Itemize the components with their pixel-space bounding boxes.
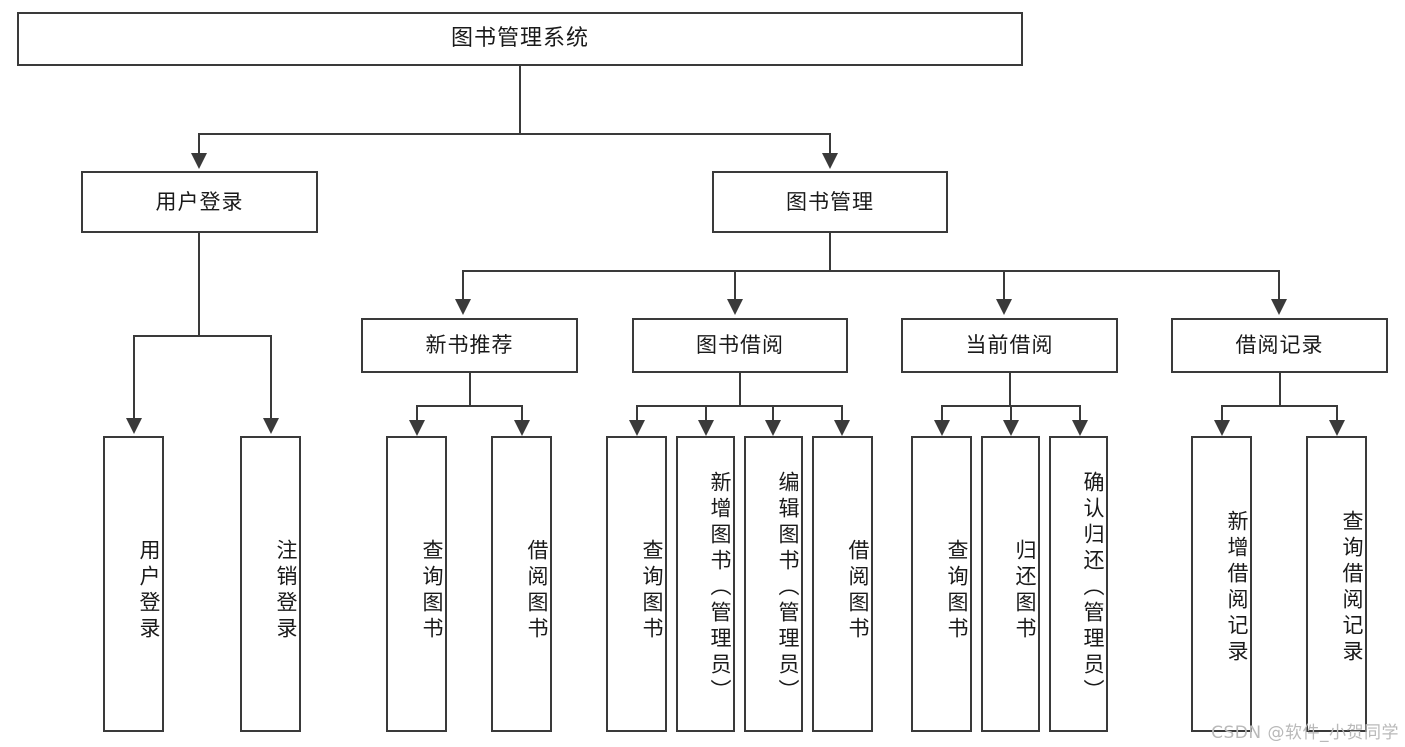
arrowhead-new-book-rec (455, 299, 471, 315)
leaf-query-book-3[interactable]: 查询图书 (911, 436, 972, 732)
arrowhead-leaf-return-book (1003, 420, 1019, 436)
leaf-edit-book[interactable]: 编辑图书（管理员） (744, 436, 803, 732)
connector-borrow-record-bus (1221, 405, 1338, 407)
connector-new-book-rec-bus (416, 405, 523, 407)
connector-current-borrow-stem (1009, 373, 1011, 405)
node-book-management[interactable]: 图书管理 (712, 171, 948, 233)
arrowhead-leaf-add-record (1214, 420, 1230, 436)
connector-book-borrow-stem (739, 373, 741, 405)
connector-drop-leaf-add-record (1221, 405, 1223, 422)
connector-drop-leaf-confirm-return (1079, 405, 1081, 422)
leaf-query-borrow-record[interactable]: 查询借阅记录 (1306, 436, 1367, 732)
connector-drop-leaf-borrow-book-2 (841, 405, 843, 422)
node-book-borrow[interactable]: 图书借阅 (632, 318, 848, 373)
connector-user-login-stem (198, 233, 200, 335)
leaf-add-book[interactable]: 新增图书（管理员） (676, 436, 735, 732)
arrowhead-book-mgmt (822, 153, 838, 169)
connector-drop-current-borrow (1003, 270, 1005, 301)
connector-level2-bus (198, 133, 831, 135)
node-current-borrow[interactable]: 当前借阅 (901, 318, 1118, 373)
connector-borrow-record-stem (1279, 373, 1281, 405)
leaf-return-book[interactable]: 归还图书 (981, 436, 1040, 732)
connector-drop-leaf-edit-book (772, 405, 774, 422)
arrowhead-user-login (191, 153, 207, 169)
leaf-query-book-1[interactable]: 查询图书 (386, 436, 447, 732)
connector-drop-leaf-user-login (133, 335, 135, 420)
arrowhead-borrow-record (1271, 299, 1287, 315)
connector-drop-user-login (198, 133, 200, 155)
connector-root-stem (519, 66, 521, 133)
connector-drop-leaf-borrow-book-1 (521, 405, 523, 422)
arrowhead-leaf-logout (263, 418, 279, 434)
leaf-query-book-2[interactable]: 查询图书 (606, 436, 667, 732)
leaf-add-borrow-record[interactable]: 新增借阅记录 (1191, 436, 1252, 732)
arrowhead-leaf-borrow-book-1 (514, 420, 530, 436)
leaf-borrow-book-1[interactable]: 借阅图书 (491, 436, 552, 732)
arrowhead-leaf-query-book-1 (409, 420, 425, 436)
connector-drop-leaf-query-book-2 (636, 405, 638, 422)
connector-book-mgmt-stem (829, 233, 831, 270)
arrowhead-leaf-borrow-book-2 (834, 420, 850, 436)
leaf-borrow-book-2[interactable]: 借阅图书 (812, 436, 873, 732)
leaf-confirm-return[interactable]: 确认归还（管理员） (1049, 436, 1108, 732)
connector-drop-book-mgmt (829, 133, 831, 155)
arrowhead-leaf-query-record (1329, 420, 1345, 436)
arrowhead-current-borrow (996, 299, 1012, 315)
node-user-login[interactable]: 用户登录 (81, 171, 318, 233)
connector-drop-new-book-rec (462, 270, 464, 301)
arrowhead-leaf-confirm-return (1072, 420, 1088, 436)
connector-level3-bus (462, 270, 1280, 272)
leaf-user-login[interactable]: 用户登录 (103, 436, 164, 732)
connector-drop-leaf-return-book (1010, 405, 1012, 422)
connector-drop-leaf-add-book (705, 405, 707, 422)
connector-drop-leaf-query-book-1 (416, 405, 418, 422)
connector-book-borrow-bus (636, 405, 843, 407)
connector-new-book-rec-stem (469, 373, 471, 405)
arrowhead-leaf-add-book (698, 420, 714, 436)
node-new-book-recommendation[interactable]: 新书推荐 (361, 318, 578, 373)
arrowhead-book-borrow (727, 299, 743, 315)
connector-drop-leaf-query-record (1336, 405, 1338, 422)
connector-drop-borrow-record (1278, 270, 1280, 301)
arrowhead-leaf-query-book-3 (934, 420, 950, 436)
arrowhead-leaf-query-book-2 (629, 420, 645, 436)
leaf-logout[interactable]: 注销登录 (240, 436, 301, 732)
node-borrow-record[interactable]: 借阅记录 (1171, 318, 1388, 373)
arrowhead-leaf-user-login (126, 418, 142, 434)
connector-drop-leaf-logout (270, 335, 272, 420)
arrowhead-leaf-edit-book (765, 420, 781, 436)
connector-user-login-bus (133, 335, 272, 337)
connector-drop-leaf-query-book-3 (941, 405, 943, 422)
node-root-book-management-system[interactable]: 图书管理系统 (17, 12, 1023, 66)
connector-drop-book-borrow (734, 270, 736, 301)
